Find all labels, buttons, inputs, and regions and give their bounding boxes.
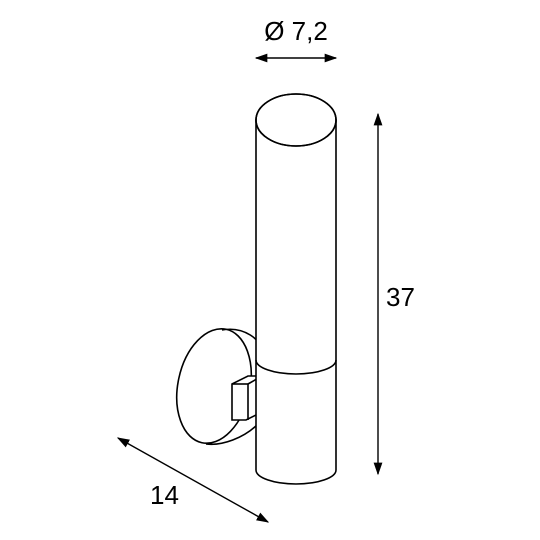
height-label: 37 [386, 282, 415, 312]
depth-label: 14 [150, 480, 179, 510]
diameter-dimension: Ø 7,2 [254, 16, 338, 63]
height-dimension: 37 [373, 112, 415, 476]
depth-dimension: 14 [116, 437, 270, 523]
connector-arm [231, 375, 263, 421]
luminaire-cylinder [255, 93, 337, 485]
diameter-label: Ø 7,2 [264, 16, 328, 46]
